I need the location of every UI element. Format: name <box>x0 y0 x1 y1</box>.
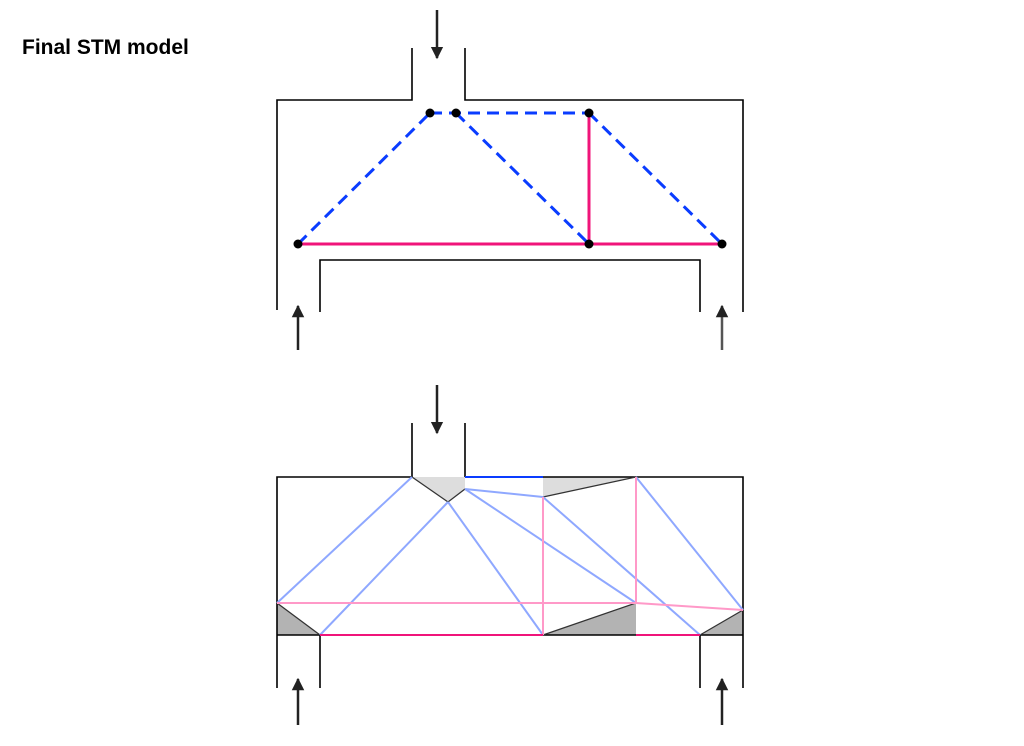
struts <box>276 476 744 636</box>
final-stm-model <box>276 385 744 725</box>
beam-outline <box>276 48 744 312</box>
figure-title: Final STM model <box>22 36 189 59</box>
ties <box>298 113 722 246</box>
beam-outline <box>276 423 744 688</box>
ties-light <box>277 477 744 635</box>
nodes <box>293 108 727 249</box>
struts <box>296 111 724 246</box>
initial-stm-model <box>276 10 744 350</box>
